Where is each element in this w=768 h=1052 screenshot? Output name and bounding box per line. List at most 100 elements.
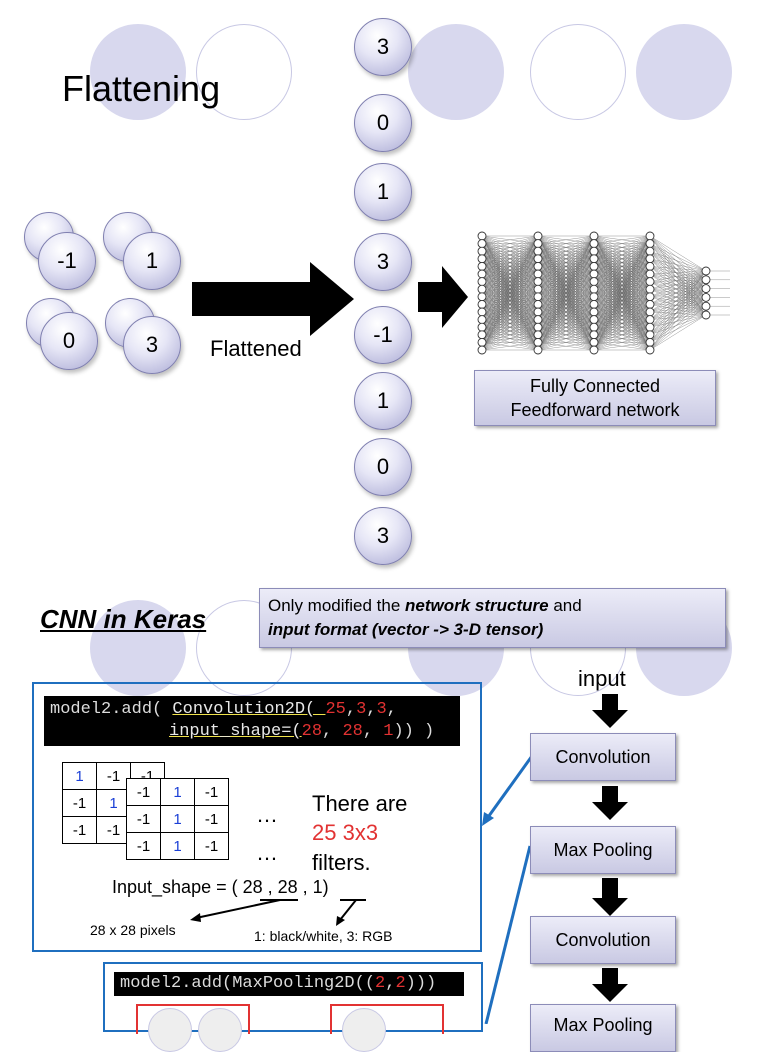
pool-circle xyxy=(342,1008,386,1052)
grid-bubble: -1 xyxy=(38,232,96,290)
code-comma: , xyxy=(362,722,384,741)
code-comma: , xyxy=(366,700,377,719)
slide-title-flattening: Flattening xyxy=(62,68,221,109)
pool-circle xyxy=(148,1008,192,1052)
flow-input-label: input xyxy=(578,666,626,691)
fc-network-box: Fully Connected Feedforward network xyxy=(474,370,716,426)
code-kernel-h: 3 xyxy=(356,700,367,719)
filter-cell: 1 xyxy=(160,805,195,833)
filter-cell: -1 xyxy=(194,832,229,860)
there-are-text: There are xyxy=(312,791,408,816)
flattened-value: 0 xyxy=(354,438,412,496)
flow-step-max-pooling: Max Pooling xyxy=(530,1004,676,1052)
decor-circle xyxy=(196,600,292,696)
flow-arrow-stem xyxy=(602,694,618,710)
flattened-value: 1 xyxy=(354,372,412,430)
filter-cell: -1 xyxy=(62,789,97,817)
pixels-label: 28 x 28 pixels xyxy=(90,922,176,938)
conv-panel xyxy=(32,682,482,952)
callout-bold-structure: network structure xyxy=(405,596,549,615)
code-convolution2d: model2.add( Convolution2D( 25,3,3, input… xyxy=(44,696,460,746)
decor-circle xyxy=(90,600,186,696)
flow-step-label: Convolution xyxy=(555,929,651,950)
filter-cell: -1 xyxy=(126,778,161,806)
filter-cell: 1 xyxy=(62,762,97,790)
code-kernel-w: 3 xyxy=(376,700,387,719)
filters-count-text: 25 3x3 xyxy=(312,820,379,845)
decor-circle xyxy=(636,24,732,120)
code-call: model2.add( xyxy=(50,700,173,719)
code-call: model2.add(MaxPooling2D(( xyxy=(120,974,376,993)
pool-circle xyxy=(198,1008,242,1052)
flow-step-label: Convolution xyxy=(555,746,651,767)
grid-bubble: 3 xyxy=(123,316,181,374)
flattened-value: -1 xyxy=(354,306,412,364)
grid-bubble: 0 xyxy=(40,312,98,370)
flow-arrow-stem xyxy=(602,786,618,802)
callout-prefix: Only modified the xyxy=(268,596,406,615)
callout-middle: and xyxy=(548,596,582,615)
flow-arrow-icon xyxy=(592,802,628,820)
filter-cell: 1 xyxy=(160,778,195,806)
flatten-arrow-icon xyxy=(192,262,354,336)
fc-network-label: Fully Connected Feedforward network xyxy=(510,376,680,420)
filter-cell: -1 xyxy=(62,816,97,844)
code-comma: , xyxy=(345,700,357,719)
flow-arrow-stem xyxy=(602,878,618,898)
pooling-red-frame xyxy=(330,1004,444,1034)
code-open: ( xyxy=(305,700,326,719)
input-shape-pointers xyxy=(190,899,366,926)
flow-step-convolution: Convolution xyxy=(530,733,676,781)
callout-text: Only modified the network structure and … xyxy=(268,594,582,642)
code-shape-c: 1 xyxy=(383,722,394,741)
input-shape-text: Input_shape = ( 28 , 28 , 1) xyxy=(112,877,329,897)
flow-arrow-icon xyxy=(592,710,628,728)
callout-box: Only modified the network structure and … xyxy=(259,588,726,648)
filter-cell: -1 xyxy=(126,805,161,833)
channels-label: 1: black/white, 3: RGB xyxy=(254,928,393,944)
filter-cell: -1 xyxy=(96,816,131,844)
flattened-value: 0 xyxy=(354,94,412,152)
filter-cell: -1 xyxy=(194,778,229,806)
flattened-value: 3 xyxy=(354,233,412,291)
callout-bold-format: input format (vector -> 3-D tensor) xyxy=(268,620,544,639)
code-pool-w: 2 xyxy=(395,974,406,993)
code-close: ))) xyxy=(405,974,437,993)
filters-word-text: filters. xyxy=(312,850,371,875)
flattened-label: Flattened xyxy=(210,336,302,361)
code-comma: , xyxy=(385,974,396,993)
code-shape-h: 28 xyxy=(301,722,323,741)
decor-circle xyxy=(196,24,292,120)
fc-arrow-icon xyxy=(418,266,468,328)
filter-cell: -1 xyxy=(126,832,161,860)
decor-circle xyxy=(90,24,186,120)
flow-step-label: Max Pooling xyxy=(553,1015,653,1035)
flow-arrow-icon xyxy=(592,984,628,1002)
code-close: )) ) xyxy=(393,722,435,741)
slide-title-cnn-keras: CNN in Keras xyxy=(40,604,207,634)
flow-step-label: Max Pooling xyxy=(553,839,653,860)
flattened-value: 3 xyxy=(354,507,412,565)
code-shape-w: 28 xyxy=(342,722,363,741)
code-comma: , xyxy=(386,700,397,719)
decor-circle xyxy=(408,24,504,120)
code-maxpooling2d: model2.add(MaxPooling2D((2,2))) xyxy=(114,972,464,996)
code-comma: , xyxy=(322,722,343,741)
neural-network-icon xyxy=(477,231,730,355)
filter-cell: -1 xyxy=(96,762,131,790)
flow-step-max-pooling: Max Pooling xyxy=(530,826,676,874)
flow-arrow-stem xyxy=(602,968,618,984)
filter-cell: 1 xyxy=(160,832,195,860)
flattened-value: 1 xyxy=(354,163,412,221)
code-filters-n: 25 xyxy=(325,700,346,719)
decor-circle xyxy=(530,24,626,120)
filter-cell: -1 xyxy=(194,805,229,833)
flow-step-convolution: Convolution xyxy=(530,916,676,964)
flattened-value: 3 xyxy=(354,18,412,76)
ellipsis: … xyxy=(256,802,278,827)
ellipsis: … xyxy=(256,840,278,865)
code-input-shape: input_shape=( xyxy=(169,722,302,741)
flow-arrow-icon xyxy=(592,898,628,916)
code-pool-h: 2 xyxy=(375,974,386,993)
